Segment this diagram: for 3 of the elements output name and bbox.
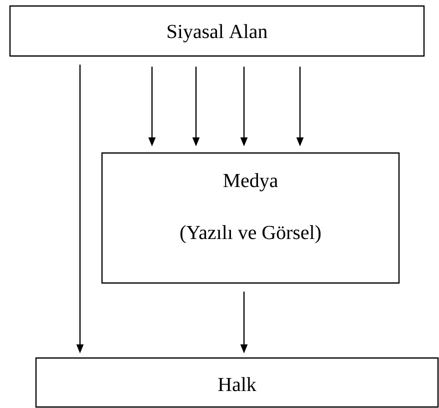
box: Medya (Yazılı ve Görsel): [101, 152, 400, 284]
box: Halk: [35, 357, 439, 408]
box: Siyasal Alan: [9, 5, 425, 57]
